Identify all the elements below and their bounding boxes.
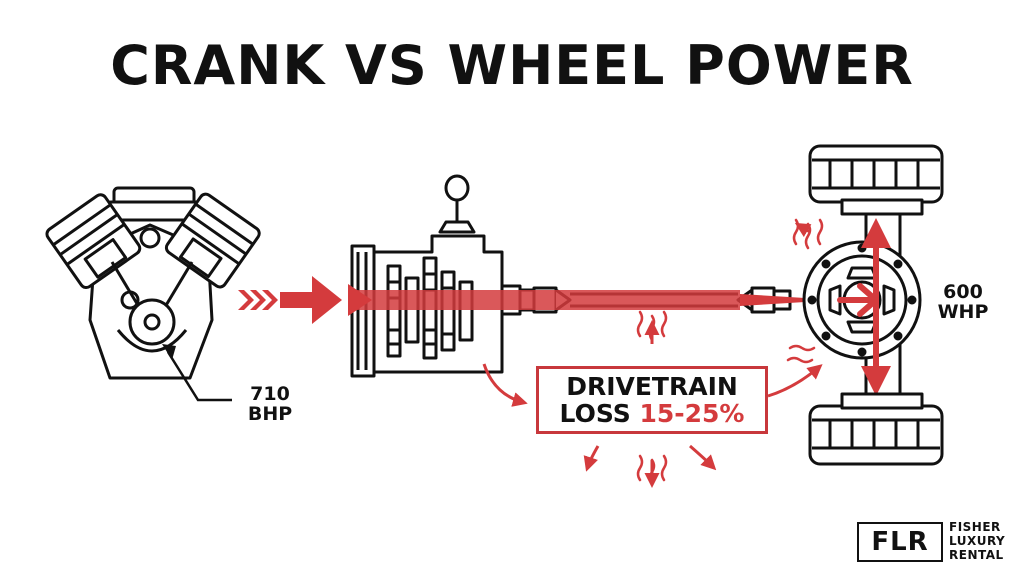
heat-wave-icon — [636, 218, 824, 486]
power-flow-arrow — [238, 276, 342, 324]
wheel-icon — [808, 392, 944, 466]
wheel-power-value: 600 — [943, 281, 983, 303]
brand-logo: FLR FISHER LUXURY RENTAL — [857, 518, 1017, 566]
drivetrain-loss-box: DRIVETRAIN LOSS 15-25% — [536, 366, 768, 434]
rear-axle-icon — [802, 210, 922, 400]
logo-mark: FLR — [857, 522, 943, 562]
crank-power-label: 710 BHP — [230, 383, 310, 425]
loss-line1: DRIVETRAIN — [566, 372, 738, 401]
v-engine-icon — [45, 186, 261, 380]
power-flow-band — [348, 284, 838, 316]
power-split-arrows — [837, 218, 891, 396]
page-title: CRANK VS WHEEL POWER — [110, 34, 914, 97]
gearbox-icon — [350, 174, 536, 378]
loss-arrows — [482, 222, 823, 488]
logo-wordmark: FISHER LUXURY RENTAL — [949, 520, 1006, 562]
loss-percent: 15-25% — [639, 399, 745, 428]
logo-line-2: LUXURY — [949, 534, 1006, 549]
wheel-power-label: 600 WHP — [918, 281, 1008, 323]
logo-line-1: FISHER — [949, 520, 1001, 535]
loss-line2: LOSS 15-25% — [560, 400, 745, 427]
crank-power-value: 710 — [250, 383, 290, 405]
crank-power-unit: BHP — [247, 402, 293, 425]
wheel-icon — [808, 144, 944, 216]
logo-line-3: RENTAL — [949, 547, 1004, 562]
loss-prefix: LOSS — [559, 399, 631, 428]
wheel-power-unit: WHP — [937, 300, 989, 323]
